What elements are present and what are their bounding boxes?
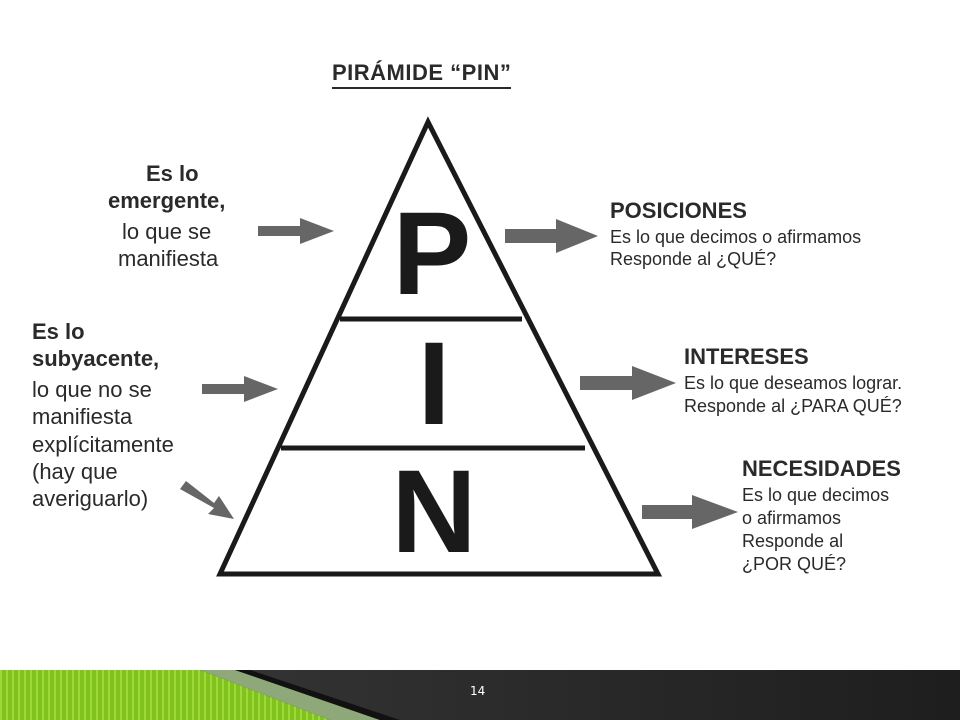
diagram-title: PIRÁMIDE “PIN”	[332, 60, 512, 89]
arrow-icon	[505, 219, 598, 253]
pyramid-letter-p: P	[393, 188, 472, 320]
slide-footer-bar	[0, 670, 960, 720]
note-underlying-line3: lo que no se	[32, 377, 152, 402]
arrow-icon	[258, 218, 334, 244]
pyramid-letter-i: I	[418, 318, 451, 450]
note-posiciones-line1: Es lo que decimos o afirmamos	[610, 227, 862, 247]
note-underlying-line7: averiguarlo)	[32, 486, 149, 511]
note-underlying-line5: explícitamente	[32, 432, 174, 457]
note-underlying-line6: (hay que	[32, 459, 118, 484]
note-emergent-line3: lo que se	[122, 219, 212, 244]
note-underlying-line4: manifiesta	[32, 404, 133, 429]
note-intereses-line2: Responde al ¿PARA QUÉ?	[684, 396, 902, 416]
note-emergent-line4: manifiesta	[118, 246, 219, 271]
note-necesidades-line2: o afirmamos	[742, 508, 842, 528]
page-number: 14	[470, 684, 486, 698]
note-underlying-heading-1: Es lo	[32, 319, 85, 344]
note-emergent-heading-2: emergente,	[108, 188, 226, 213]
arrow-icon	[202, 376, 278, 402]
note-posiciones-heading: POSICIONES	[610, 198, 747, 223]
note-necesidades-line4: ¿POR QUÉ?	[742, 554, 847, 574]
note-underlying-heading-2: subyacente,	[32, 346, 160, 371]
arrow-icon	[180, 481, 234, 519]
note-intereses-line1: Es lo que deseamos lograr.	[684, 373, 903, 393]
note-emergent-heading-1: Es lo	[146, 161, 199, 186]
note-posiciones-line2: Responde al ¿QUÉ?	[610, 249, 777, 269]
arrow-icon	[642, 495, 738, 529]
note-necesidades-line3: Responde al	[742, 531, 844, 551]
pyramid-letter-n: N	[391, 446, 476, 578]
note-necesidades-line1: Es lo que decimos	[742, 485, 890, 505]
pyramid-outline	[216, 116, 663, 577]
note-intereses-heading: INTERESES	[684, 344, 809, 369]
note-necesidades-heading: NECESIDADES	[742, 456, 901, 481]
arrow-icon	[580, 366, 676, 400]
